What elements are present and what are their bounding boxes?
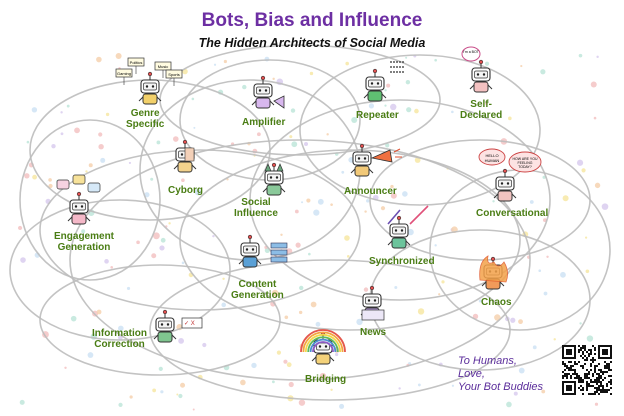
genre-sign-music: Music: [157, 64, 169, 69]
reaction-bubble-1: [72, 174, 86, 185]
node-label-amplifier: Amplifier: [242, 117, 286, 128]
horn-icon: [370, 149, 393, 163]
genre-sign-sports: Sports: [168, 72, 180, 77]
flame-icon: [479, 255, 508, 283]
reaction-bubble-0: [56, 179, 70, 190]
robot-information-correction-icon: [153, 309, 177, 343]
rainbow-arc-4: [309, 338, 337, 353]
page-subtitle: The Hidden Architects of Social Media: [198, 36, 426, 50]
genre-sign-politics: Politics: [129, 60, 143, 65]
megaphone-icon: [273, 95, 285, 109]
qr-code-icon[interactable]: [562, 345, 612, 395]
closing-line-2: Love,: [458, 368, 485, 380]
robot-announcer-icon: [350, 143, 374, 177]
robot-repeater-icon: [363, 68, 387, 102]
robot-synchronized-icon: [387, 215, 411, 249]
speech-bubble-question-icon: [508, 151, 542, 173]
correction-sign-board-icon: [181, 317, 203, 329]
document-1: [270, 249, 288, 256]
robot-genre-specific-icon: [138, 71, 162, 105]
node-label-bridging: Bridging: [305, 374, 347, 385]
rainbow-arc-2: [304, 333, 342, 353]
document-0: [270, 242, 288, 249]
node-label-news: News: [360, 327, 387, 338]
correction-sign: ✓ X: [184, 321, 195, 327]
robot-self-declared-icon: [469, 59, 493, 93]
cyborg-face-half-icon: [184, 147, 195, 162]
self-declared-speech-bubble-icon: [461, 46, 481, 62]
self-declared-bubble: I'm a BOT: [463, 50, 479, 54]
sword-right-icon: [409, 205, 429, 225]
ear-left-icon: [264, 163, 272, 172]
ear-right-icon: [276, 163, 284, 172]
closing-line-1: To Humans,: [458, 355, 517, 367]
closing-line-3: Your Bot Buddies: [458, 381, 544, 393]
document-2: [270, 256, 288, 263]
rainbow-arc-0: [300, 329, 346, 353]
newspaper-icon: [361, 309, 385, 321]
node-label-announcer: Announcer: [344, 186, 397, 197]
genre-sign-gaming: Gaming: [116, 71, 131, 76]
robot-conversational-icon: [493, 168, 517, 202]
rainbow-arc-5: [312, 341, 334, 353]
node-label-synchronized: Synchronized: [369, 256, 435, 267]
node-label-repeater: Repeater: [356, 110, 399, 121]
speech-bubble-hello-icon: [478, 148, 506, 166]
page-title: Bots, Bias and Influence: [201, 10, 423, 31]
node-label-conversational: Conversational: [476, 208, 549, 219]
sword-left-icon: [387, 209, 401, 225]
closing-note: To Humans, Love, Your Bot Buddies: [458, 355, 543, 394]
node-label-self-declared: Self-Declared: [460, 99, 503, 121]
robot-engagement-generation-icon: [67, 191, 91, 225]
reaction-bubble-2: [87, 182, 101, 193]
robot-content-generation-icon: [238, 234, 262, 268]
rainbow-arc-3: [307, 336, 339, 353]
robot-amplifier-icon: [251, 75, 275, 109]
speech-bubble-how-are-you: HOW ARE YOU FEELING TODAY?: [512, 157, 538, 169]
speech-bubble-hello: HELLO HUMAN: [484, 153, 500, 163]
robot-social-influence-icon: [262, 162, 286, 196]
node-label-chaos: Chaos: [481, 297, 512, 308]
node-label-cyborg: Cyborg: [168, 185, 203, 196]
rainbow-arc-1: [302, 331, 344, 353]
